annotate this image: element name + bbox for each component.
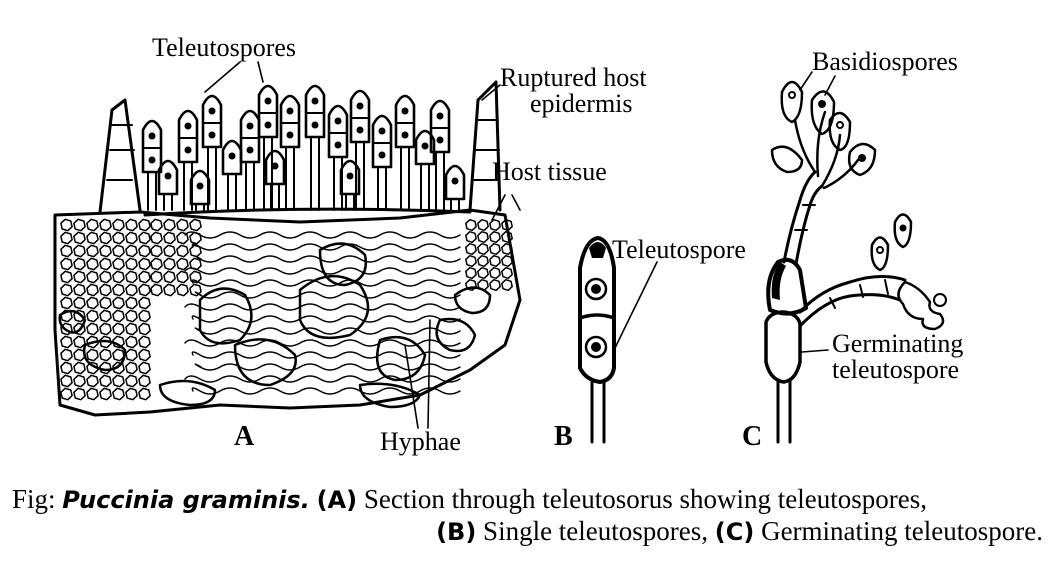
teleutospore <box>264 149 286 211</box>
teleutospore <box>177 109 199 211</box>
caption-c-tag: (C) <box>714 518 755 546</box>
label-teleutospore: Teleutospore <box>612 235 746 264</box>
caption-species: Puccinia graminis. <box>62 486 310 514</box>
teleutospore <box>394 94 416 211</box>
label-part-a: A <box>234 421 255 452</box>
label-part-c: C <box>742 421 762 452</box>
panel-b-teleutospore: Teleutospore B <box>554 235 746 452</box>
caption-a-text: Section through teleutosorus showing tel… <box>363 484 928 514</box>
teleutospore <box>279 94 301 211</box>
caption-prefix: Fig: <box>12 484 56 514</box>
label-ruptured-host: Ruptured host <box>500 63 647 92</box>
host-large-cells <box>58 242 492 409</box>
label-host-tissue: Host tissue <box>492 157 607 186</box>
teleutospore <box>371 114 393 211</box>
label-epidermis: epidermis <box>530 89 633 118</box>
teleutospore <box>157 159 179 211</box>
figure-caption-line2: (B) Single teleutospores, (C) Germinatin… <box>436 514 1043 549</box>
caption-b-tag: (B) <box>436 518 477 546</box>
hyphae-strands <box>184 231 461 395</box>
caption-b-text: Single teleutospores, <box>483 516 709 546</box>
teleutospore <box>257 84 279 211</box>
panel-a-section: Teleutospores Ruptured host epidermis Ho… <box>53 33 647 456</box>
teleutospore <box>327 104 349 211</box>
label-germinating: Germinating <box>832 329 963 358</box>
caption-a-tag: (A) <box>316 486 358 514</box>
teleutospore <box>444 164 466 211</box>
teleutospore <box>141 119 163 211</box>
teleutospore-layer <box>141 84 466 211</box>
host-tissue-outline <box>53 208 522 417</box>
teleutospore <box>189 169 211 211</box>
panel-c-germinating: Basidiospores Germinating teleutospore C <box>742 47 963 452</box>
teleutospore-wall <box>578 236 616 384</box>
label-part-b: B <box>554 421 573 452</box>
teleutospore <box>349 89 371 211</box>
teleutospore <box>339 159 361 211</box>
label-germinating-teleutospore: teleutospore <box>832 355 959 384</box>
teleutospore <box>429 99 451 211</box>
label-basidiospores: Basidiospores <box>812 47 958 76</box>
host-cells-left <box>60 218 513 401</box>
teleutospore <box>304 84 326 211</box>
teleutospore <box>201 94 223 211</box>
figure-caption-line1: Fig: Puccinia graminis. (A) Section thro… <box>12 482 1055 517</box>
label-teleutospores: Teleutospores <box>152 33 296 62</box>
label-hyphae: Hyphae <box>380 427 461 456</box>
teleutospore <box>221 139 243 211</box>
ruptured-epidermis <box>98 80 502 214</box>
caption-c-text: Germinating teleutospore. <box>761 516 1043 546</box>
teleutospore <box>414 129 436 211</box>
teleutospore <box>239 109 261 211</box>
